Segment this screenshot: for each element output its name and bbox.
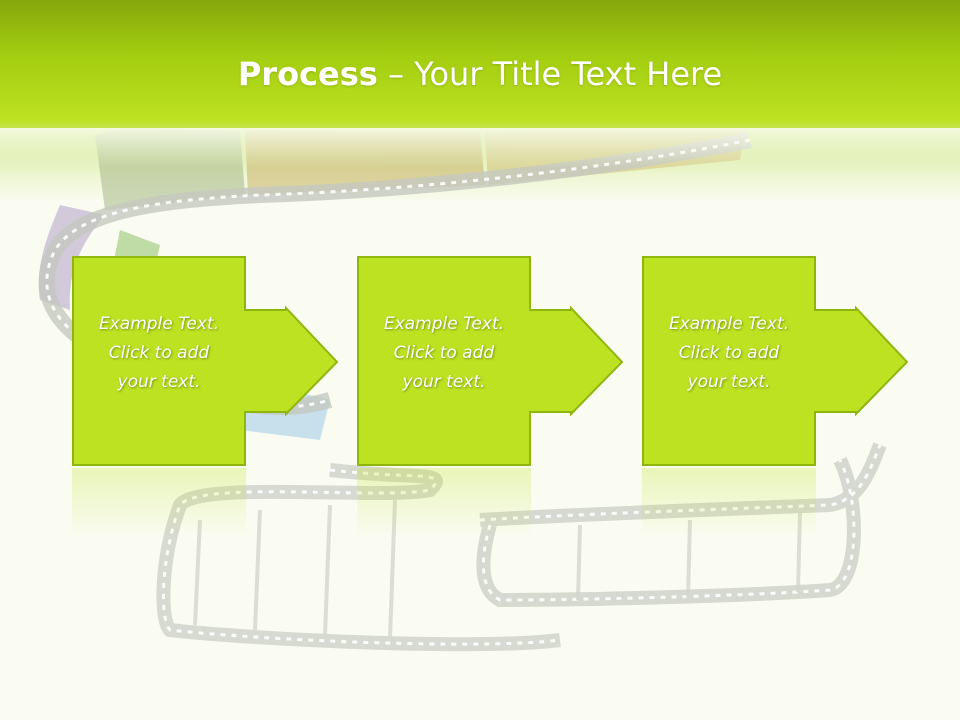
step-text: Example Text. Click to add your text. bbox=[357, 310, 531, 397]
step-text: Example Text. Click to add your text. bbox=[72, 310, 246, 397]
process-step-2[interactable]: Example Text. Click to add your text. bbox=[357, 256, 647, 466]
step-text-line-2: Click to add bbox=[393, 343, 495, 363]
step-reflection bbox=[642, 468, 816, 538]
process-step-1[interactable]: Example Text. Click to add your text. bbox=[72, 256, 362, 466]
step-text-line-1: Example Text. bbox=[668, 314, 790, 334]
step-text-line-1: Example Text. bbox=[383, 314, 505, 334]
title-bold: Process bbox=[237, 55, 378, 93]
slide-title[interactable]: Process – Your Title Text Here bbox=[0, 52, 960, 96]
step-text-line-3: your text. bbox=[402, 372, 486, 392]
step-arrow-shape bbox=[72, 256, 339, 466]
title-rest: – Your Title Text Here bbox=[377, 55, 723, 93]
step-text-line-3: your text. bbox=[117, 372, 201, 392]
step-arrow-shape bbox=[642, 256, 909, 466]
step-text-line-3: your text. bbox=[687, 372, 771, 392]
step-text: Example Text. Click to add your text. bbox=[642, 310, 816, 397]
process-step-3[interactable]: Example Text. Click to add your text. bbox=[642, 256, 932, 466]
step-reflection bbox=[72, 468, 246, 538]
step-arrow-shape bbox=[357, 256, 624, 466]
step-reflection bbox=[357, 468, 531, 538]
step-text-line-1: Example Text. bbox=[98, 314, 220, 334]
step-text-line-2: Click to add bbox=[108, 343, 210, 363]
step-text-line-2: Click to add bbox=[678, 343, 780, 363]
